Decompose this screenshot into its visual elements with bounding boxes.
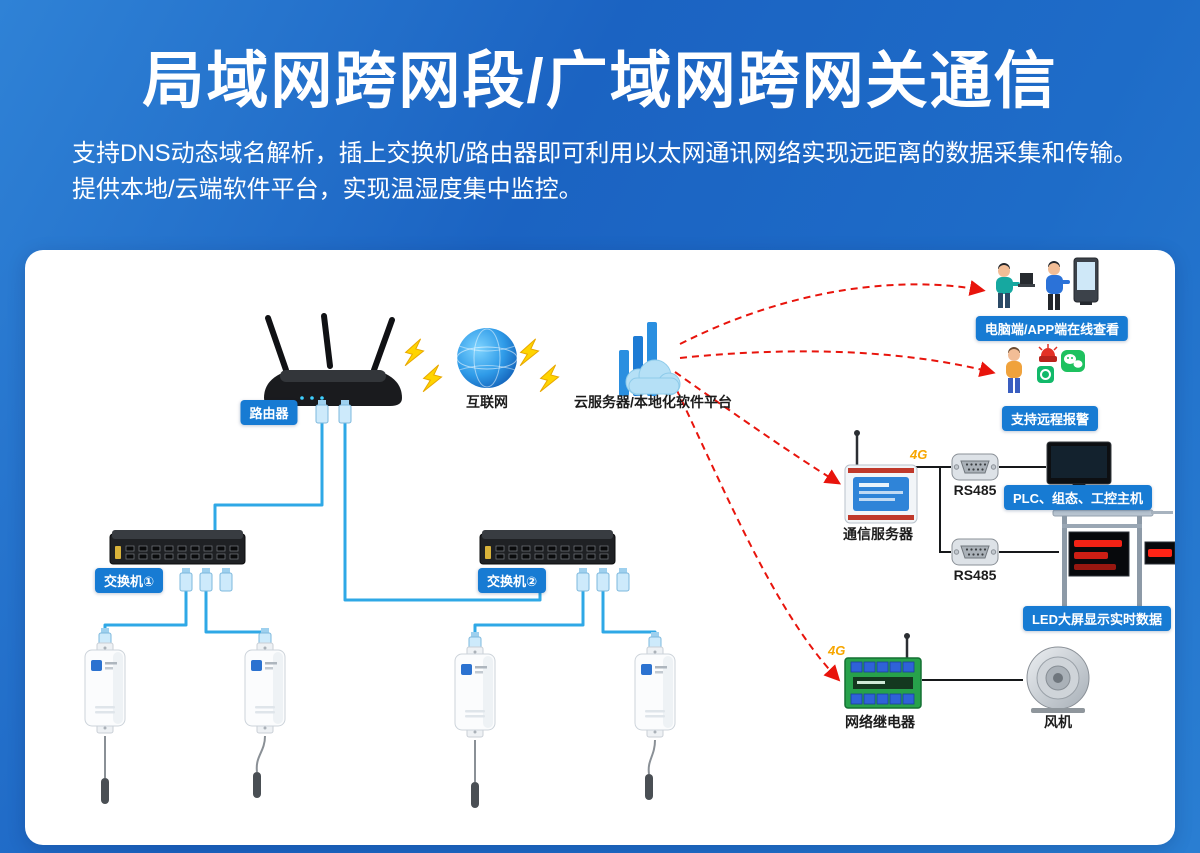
red-dashed-arrows: [670, 280, 996, 682]
router-icon: [264, 313, 402, 406]
comm-server-icon: [844, 430, 918, 524]
temp-humidity-sensor-icon: [454, 646, 496, 738]
subtitle-line-1: 支持DNS动态域名解析，插上交换机/路由器即可利用以太网通讯网络实现远距离的数据…: [72, 140, 1138, 167]
comm-server-label: 通信服务器: [843, 526, 913, 542]
people-pc-icon: [996, 257, 1099, 310]
network-relay-label: 网络继电器: [845, 714, 915, 730]
relay-4g-label: 4G: [828, 643, 846, 658]
signal-wires: [915, 466, 1059, 681]
cloud-platform-label: 云服务器/本地化软件平台: [574, 394, 732, 410]
switch-2-icon: [479, 529, 616, 565]
sensor-probes: [101, 735, 656, 808]
diagram-canvas: [84, 257, 1175, 808]
rs485-connector-icon: [951, 453, 999, 481]
switch-plug: [179, 567, 193, 592]
temp-humidity-sensor-icon: [634, 646, 676, 738]
switch-plug: [199, 567, 213, 592]
fan-label: 风机: [1044, 714, 1072, 730]
subtitle-line-2: 提供本地/云端软件平台，实现温湿度集中监控。: [72, 176, 583, 203]
rs485-bottom-label: RS485: [953, 567, 997, 583]
internet-label: 互联网: [466, 394, 508, 410]
rs485-connector-icon: [951, 538, 999, 566]
switch-1-label: 交换机①: [94, 568, 164, 593]
remote-alarm-label: 支持远程报警: [1001, 406, 1099, 431]
switch-plug: [596, 567, 610, 592]
internet-globe-icon: [456, 328, 518, 388]
cloud-platform-icon: [619, 322, 681, 396]
switch-plug: [219, 567, 233, 592]
rs485-top-label: RS485: [953, 482, 997, 498]
person-alarm-icon: [1006, 344, 1085, 393]
led-screen-label: LED大屏显示实时数据: [1022, 606, 1172, 631]
switch-plug: [576, 567, 590, 592]
diagram-panel: 路由器 交换机① 交换机② 电脑端/APP端在线查看 支持远程报警 PLC、组态…: [25, 250, 1175, 845]
temp-humidity-sensor-icon: [84, 642, 126, 734]
network-relay-icon: [844, 633, 922, 709]
temp-humidity-sensor-icon: [244, 642, 286, 734]
wechat-icon: [1061, 350, 1085, 372]
switch-plug: [616, 567, 630, 592]
comm-server-4g-label: 4G: [910, 447, 928, 462]
plc-monitor-icon: [1046, 441, 1112, 497]
app-icon: [1037, 366, 1054, 383]
led-display-icon: [1052, 509, 1175, 612]
alarm-light-icon: [1038, 344, 1058, 362]
page-title: 局域网跨网段/广域网跨网关通信: [142, 47, 1058, 116]
fan-icon: [1026, 646, 1090, 713]
plc-host-label: PLC、组态、工控主机: [1003, 485, 1153, 510]
switch-1-icon: [109, 529, 246, 565]
router-label: 路由器: [240, 400, 298, 425]
switch-2-label: 交换机②: [477, 568, 547, 593]
pc-app-view-label: 电脑端/APP端在线查看: [975, 316, 1129, 341]
